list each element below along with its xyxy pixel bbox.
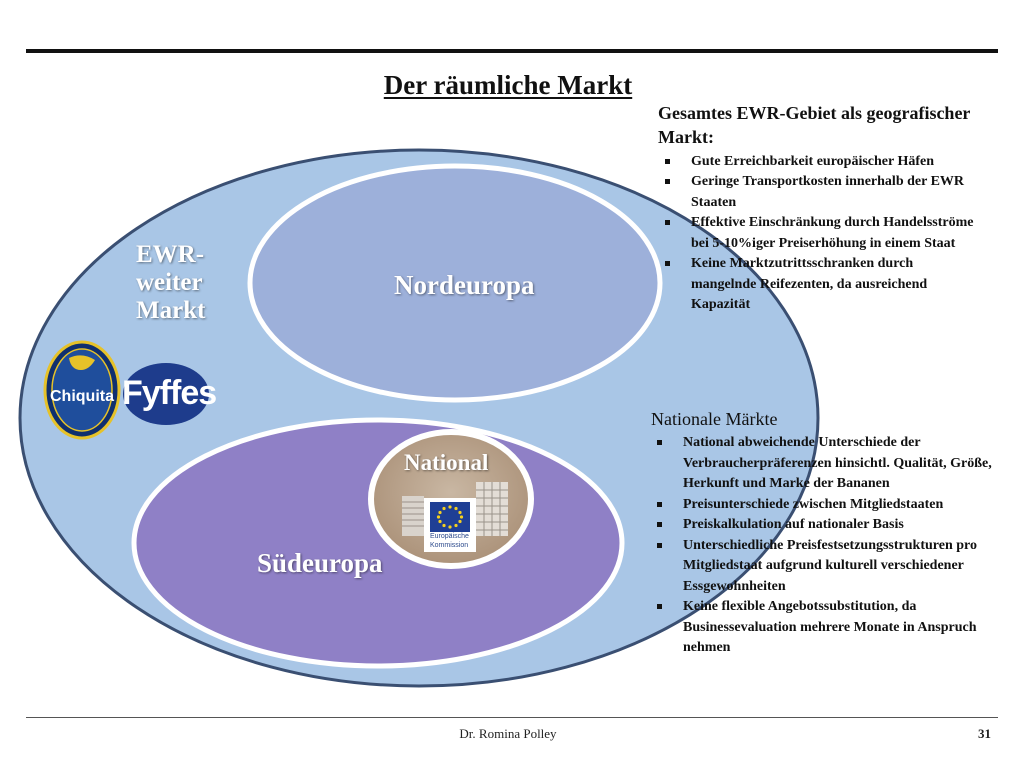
national-bullet: Preiskalkulation auf nationaler Basis bbox=[657, 515, 1016, 536]
eu-commission-logo bbox=[402, 482, 508, 552]
ewr-bullet-text: Geringe Transportkosten innerhalb der EW… bbox=[691, 174, 965, 210]
bullet-square-icon bbox=[665, 158, 670, 164]
bullet-square-icon bbox=[665, 179, 670, 185]
national-bullet-text: Preisunterschiede zwischen Mitgliedstaat… bbox=[683, 496, 944, 512]
national-bullet-text: National abweichende Unterschiede der Ve… bbox=[683, 435, 992, 492]
national-bullet: National abweichende Unterschiede der Ve… bbox=[657, 433, 1016, 495]
chiquita-logo bbox=[43, 340, 121, 440]
ewr-bullet-text: Gute Erreichbarkeit europäischer Häfen bbox=[691, 153, 935, 169]
ewr-bullet: Geringe Transportkosten innerhalb der EW… bbox=[665, 172, 978, 213]
page-number: 31 bbox=[978, 726, 991, 741]
ewr-weiter-markt-label: EWR- weiter Markt bbox=[136, 241, 206, 324]
slide-title: Der räumliche Markt bbox=[383, 70, 633, 100]
bottom-rule bbox=[26, 717, 998, 718]
fyffes-logo bbox=[123, 363, 209, 425]
bullet-square-icon bbox=[657, 501, 662, 507]
ewr-bullet: Keine Marktzutrittsschranken durch mange… bbox=[665, 254, 978, 316]
eu-caption-line2: Kommission bbox=[430, 542, 469, 549]
nordeuropa-label: Nordeuropa bbox=[394, 270, 535, 300]
ewr-bullet: Effektive Einschränkung durch Handelsstr… bbox=[665, 213, 978, 254]
national-bullet: Unterschiedliche Preisfestsetzungsstrukt… bbox=[657, 536, 1016, 598]
bullet-square-icon bbox=[657, 542, 662, 548]
ewr-panel-heading: Gesamtes EWR-Gebiet als geografischer Ma… bbox=[658, 103, 971, 148]
ewr-bullet-text: Keine Marktzutrittsschranken durch mange… bbox=[691, 256, 928, 313]
ewr-bullet: Gute Erreichbarkeit europäischer Häfen bbox=[665, 152, 978, 173]
ewr-bullet-text: Effektive Einschränkung durch Handelsstr… bbox=[691, 215, 974, 251]
suedeuropa-ellipse bbox=[131, 417, 625, 669]
bullet-square-icon bbox=[665, 220, 670, 226]
bullet-square-icon bbox=[657, 522, 662, 528]
ewr-bullet-list: Gute Erreichbarkeit europäischer Häfen G… bbox=[658, 152, 978, 316]
national-bullet-text: Unterschiedliche Preisfestsetzungsstrukt… bbox=[683, 537, 977, 594]
bullet-square-icon bbox=[657, 604, 662, 610]
chiquita-logo-text: Chiquita bbox=[50, 388, 114, 405]
national-bullet: Preisunterschiede zwischen Mitgliedstaat… bbox=[657, 495, 1016, 516]
national-bullet-text: Keine flexible Angebotssubstitution, da … bbox=[683, 599, 977, 656]
national-label: National bbox=[404, 450, 489, 475]
bullet-square-icon bbox=[665, 261, 670, 267]
footer-author: Dr. Romina Polley bbox=[459, 726, 557, 741]
national-panel-heading: Nationale Märkte bbox=[651, 409, 778, 429]
bullet-square-icon bbox=[657, 440, 662, 446]
national-market-panel: Nationale Märkte National abweichende Un… bbox=[651, 407, 1016, 659]
national-bullet-text: Preiskalkulation auf nationaler Basis bbox=[683, 517, 904, 533]
nordeuropa-ellipse bbox=[247, 163, 663, 403]
eu-caption-line1: Europäische bbox=[430, 533, 469, 540]
national-bullet-list: National abweichende Unterschiede der Ve… bbox=[651, 433, 1016, 659]
national-bullet: Keine flexible Angebotssubstitution, da … bbox=[657, 597, 1016, 659]
suedeuropa-label: Südeuropa bbox=[257, 548, 383, 578]
fyffes-logo-text: Fyffes bbox=[122, 374, 217, 412]
top-rule bbox=[26, 49, 998, 53]
ewr-market-panel: Gesamtes EWR-Gebiet als geografischer Ma… bbox=[658, 101, 978, 316]
